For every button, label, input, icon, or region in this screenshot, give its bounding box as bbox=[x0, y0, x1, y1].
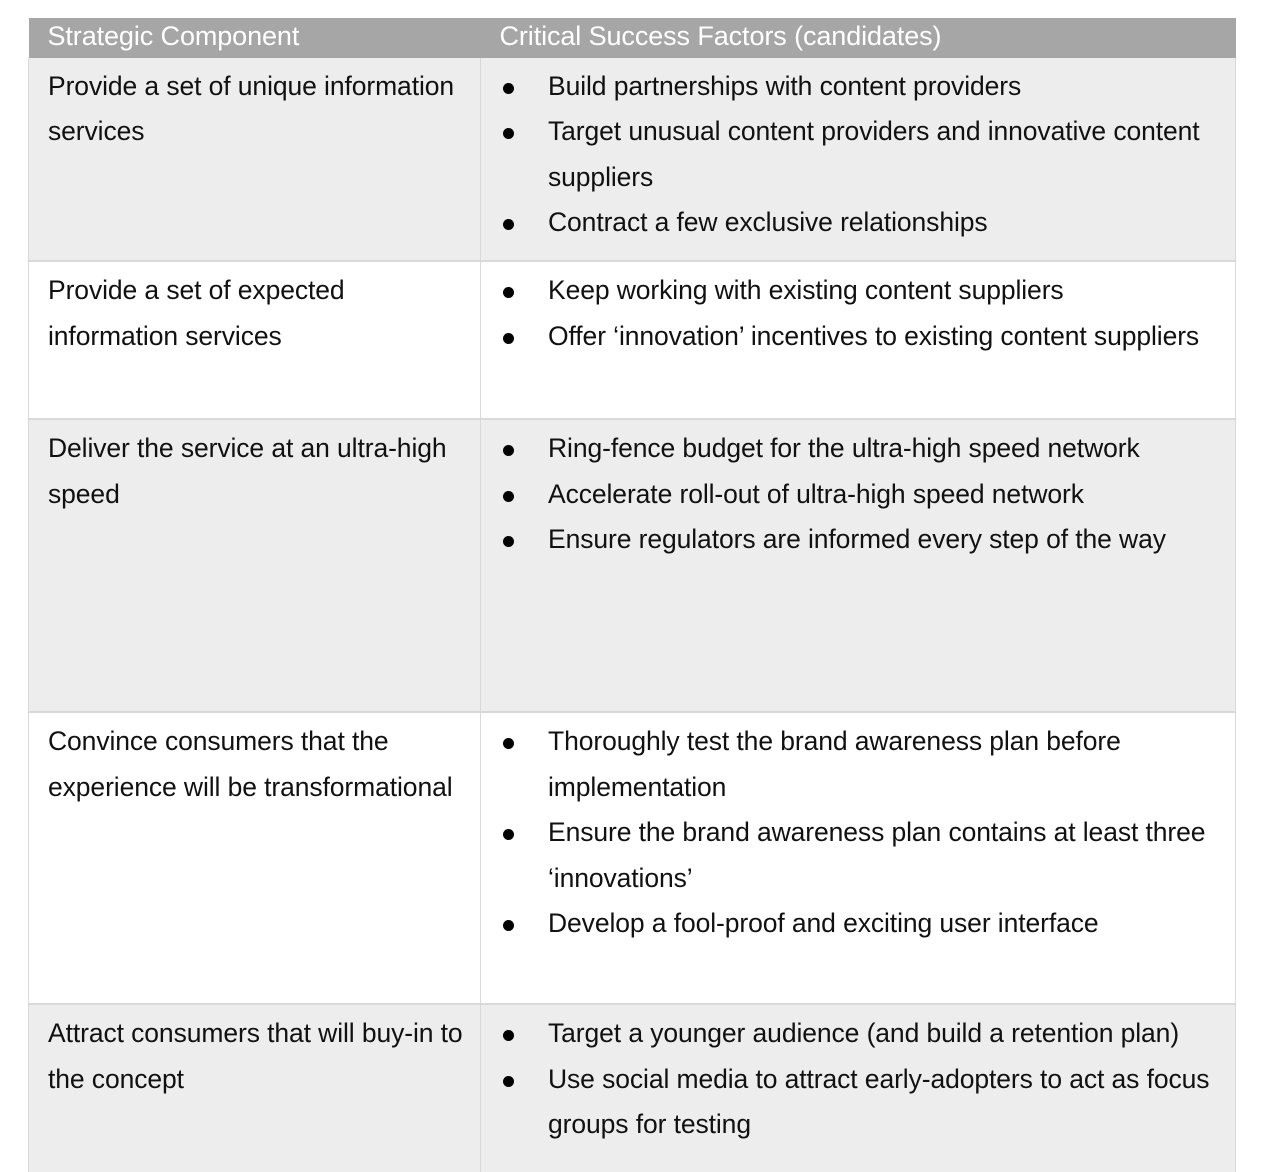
table-body: Provide a set of unique information serv… bbox=[28, 57, 1236, 1172]
strategic-component-text: Provide a set of unique information serv… bbox=[48, 70, 455, 147]
factor-list-item: Ring-fence budget for the ultra-high spe… bbox=[481, 426, 1225, 472]
critical-success-factors-cell: Thoroughly test the brand awareness plan… bbox=[480, 711, 1236, 1005]
critical-success-factors-cell: Ring-fence budget for the ultra-high spe… bbox=[480, 418, 1236, 713]
table-row: Provide a set of unique information serv… bbox=[28, 57, 1236, 262]
strategic-component-text: Deliver the service at an ultra-high spe… bbox=[48, 432, 447, 509]
factor-list: Ring-fence budget for the ultra-high spe… bbox=[481, 426, 1225, 563]
bullet-icon bbox=[503, 829, 514, 841]
table-row: Convince consumers that the experience w… bbox=[28, 711, 1236, 1005]
strategic-component-cell: Attract consumers that will buy-in to th… bbox=[28, 1003, 481, 1172]
bullet-icon bbox=[503, 1029, 514, 1041]
strategic-component-text: Provide a set of expected information se… bbox=[48, 274, 345, 351]
factor-list-item: Use social media to attract early-adopte… bbox=[481, 1057, 1225, 1148]
factor-text: Build partnerships with content provider… bbox=[548, 70, 1022, 101]
bullet-icon bbox=[503, 1075, 514, 1087]
table-header: Strategic Component Critical Success Fac… bbox=[28, 18, 1236, 58]
bullet-icon bbox=[503, 286, 514, 298]
factor-text: Develop a fool-proof and exciting user i… bbox=[548, 908, 1099, 939]
factor-list-item: Target unusual content providers and inn… bbox=[481, 109, 1225, 200]
table-row: Provide a set of expected information se… bbox=[28, 260, 1236, 420]
factor-list-item: Develop a fool-proof and exciting user i… bbox=[481, 901, 1225, 947]
factor-list: Build partnerships with content provider… bbox=[481, 64, 1225, 246]
factor-text: Ring-fence budget for the ultra-high spe… bbox=[548, 432, 1140, 463]
strategic-component-cell: Provide a set of expected information se… bbox=[28, 260, 481, 420]
factor-text: Thoroughly test the brand awareness plan… bbox=[548, 725, 1121, 802]
bullet-icon bbox=[503, 490, 514, 502]
table-row: Deliver the service at an ultra-high spe… bbox=[28, 418, 1236, 713]
strategic-component-cell: Convince consumers that the experience w… bbox=[28, 711, 481, 1005]
strategic-component-text: Convince consumers that the experience w… bbox=[48, 725, 453, 802]
bullet-icon bbox=[503, 920, 514, 932]
factor-text: Offer ‘innovation’ incentives to existin… bbox=[548, 320, 1200, 351]
factor-list-item: Accelerate roll-out of ultra-high speed … bbox=[481, 472, 1225, 518]
critical-success-factors-cell: Build partnerships with content provider… bbox=[480, 57, 1236, 262]
factor-text: Accelerate roll-out of ultra-high speed … bbox=[548, 478, 1084, 509]
bullet-icon bbox=[503, 737, 514, 749]
factor-text: Keep working with existing content suppl… bbox=[548, 274, 1064, 305]
bullet-icon bbox=[503, 332, 514, 344]
factor-text: Use social media to attract early-adopte… bbox=[548, 1063, 1210, 1140]
table-row: Attract consumers that will buy-in to th… bbox=[28, 1003, 1236, 1172]
bullet-icon bbox=[503, 128, 514, 140]
strategic-component-text: Attract consumers that will buy-in to th… bbox=[48, 1017, 463, 1094]
bullet-icon bbox=[503, 82, 514, 94]
table-header-row: Strategic Component Critical Success Fac… bbox=[28, 18, 1236, 58]
factor-list: Thoroughly test the brand awareness plan… bbox=[481, 719, 1225, 947]
column-header-strategic-component: Strategic Component bbox=[28, 18, 481, 58]
critical-success-factors-cell: Keep working with existing content suppl… bbox=[480, 260, 1236, 420]
bullet-icon bbox=[503, 444, 514, 456]
factor-list-item: Contract a few exclusive relationships bbox=[481, 200, 1225, 246]
factor-list: Keep working with existing content suppl… bbox=[481, 268, 1225, 359]
bullet-icon bbox=[503, 219, 514, 231]
factor-text: Ensure the brand awareness plan contains… bbox=[548, 817, 1206, 893]
factor-text: Target a younger audience (and build a r… bbox=[548, 1017, 1180, 1048]
factor-list-item: Ensure regulators are informed every ste… bbox=[481, 517, 1225, 563]
factor-text: Ensure regulators are informed every ste… bbox=[548, 524, 1166, 555]
factor-list-item: Keep working with existing content suppl… bbox=[481, 268, 1225, 314]
factor-text: Target unusual content providers and inn… bbox=[548, 116, 1200, 192]
factor-list-item: Build partnerships with content provider… bbox=[481, 64, 1225, 110]
strategic-component-cell: Provide a set of unique information serv… bbox=[28, 57, 481, 262]
bullet-icon bbox=[503, 536, 514, 548]
factor-text: Contract a few exclusive relationships bbox=[548, 207, 988, 238]
strategic-components-table: Strategic Component Critical Success Fac… bbox=[28, 18, 1236, 1172]
factor-list: Target a younger audience (and build a r… bbox=[481, 1011, 1225, 1148]
factor-list-item: Offer ‘innovation’ incentives to existin… bbox=[481, 314, 1225, 360]
column-header-critical-success-factors: Critical Success Factors (candidates) bbox=[480, 18, 1236, 58]
critical-success-factors-cell: Target a younger audience (and build a r… bbox=[480, 1003, 1236, 1172]
factor-list-item: Ensure the brand awareness plan contains… bbox=[481, 810, 1225, 901]
factor-list-item: Thoroughly test the brand awareness plan… bbox=[481, 719, 1225, 810]
strategic-component-cell: Deliver the service at an ultra-high spe… bbox=[28, 418, 481, 713]
factor-list-item: Target a younger audience (and build a r… bbox=[481, 1011, 1225, 1057]
